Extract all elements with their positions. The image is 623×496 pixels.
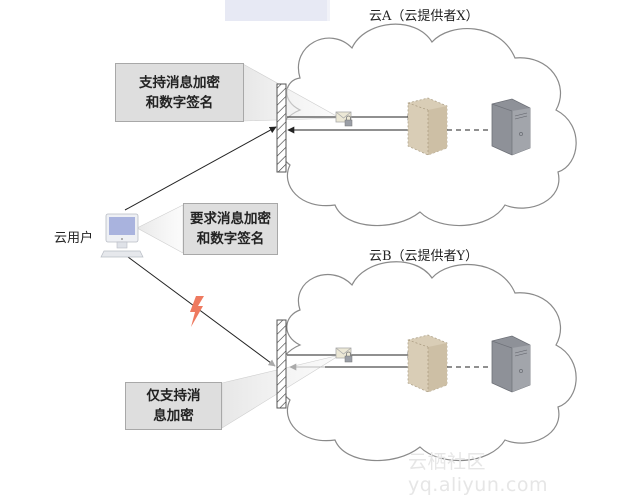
envelope-lock-icon xyxy=(335,111,353,127)
backend-server-icon xyxy=(491,335,531,393)
user-requirement-line1: 要求消息加密 xyxy=(190,211,271,227)
cloud-a-title: 云A（云提供者X） xyxy=(369,9,479,24)
user-to-cloud-b-line xyxy=(127,256,276,367)
top-artifact-bar xyxy=(302,0,330,21)
user-requirement-callout: 要求消息加密 和数字签名 xyxy=(183,203,278,255)
backend-server-icon xyxy=(491,98,531,156)
top-artifact-bar xyxy=(225,0,327,21)
user-requirement-beam xyxy=(136,204,184,254)
cloud-a-policy-line2: 和数字签名 xyxy=(145,94,214,111)
watermark: 云栖社区 yq.aliyun.com xyxy=(408,451,548,496)
user-to-cloud-a-line xyxy=(124,126,277,211)
lightning-icon xyxy=(190,296,204,327)
firewall-b xyxy=(276,319,287,409)
cloud-b-title: 云B（云提供者Y） xyxy=(369,249,479,264)
cloud-b-policy-line2: 息加密 xyxy=(153,408,194,424)
cloud-b-policy-callout: 仅支持消 息加密 xyxy=(125,382,222,430)
user-computer-icon xyxy=(100,213,144,258)
frontend-server-icon xyxy=(407,97,448,156)
cloud-user-label: 云用户 xyxy=(54,231,94,246)
cloud-a-policy-callout: 支持消息加密 和数字签名 xyxy=(115,63,244,122)
cloud-b-policy-line1: 仅支持消 xyxy=(146,388,201,404)
user-requirement-line2: 和数字签名 xyxy=(196,231,265,247)
envelope-lock-icon xyxy=(335,347,353,363)
diagram-canvas xyxy=(100,23,577,462)
firewall-a xyxy=(276,83,287,173)
cloud-a-policy-line1: 支持消息加密 xyxy=(139,74,220,91)
frontend-server-icon xyxy=(407,334,448,393)
